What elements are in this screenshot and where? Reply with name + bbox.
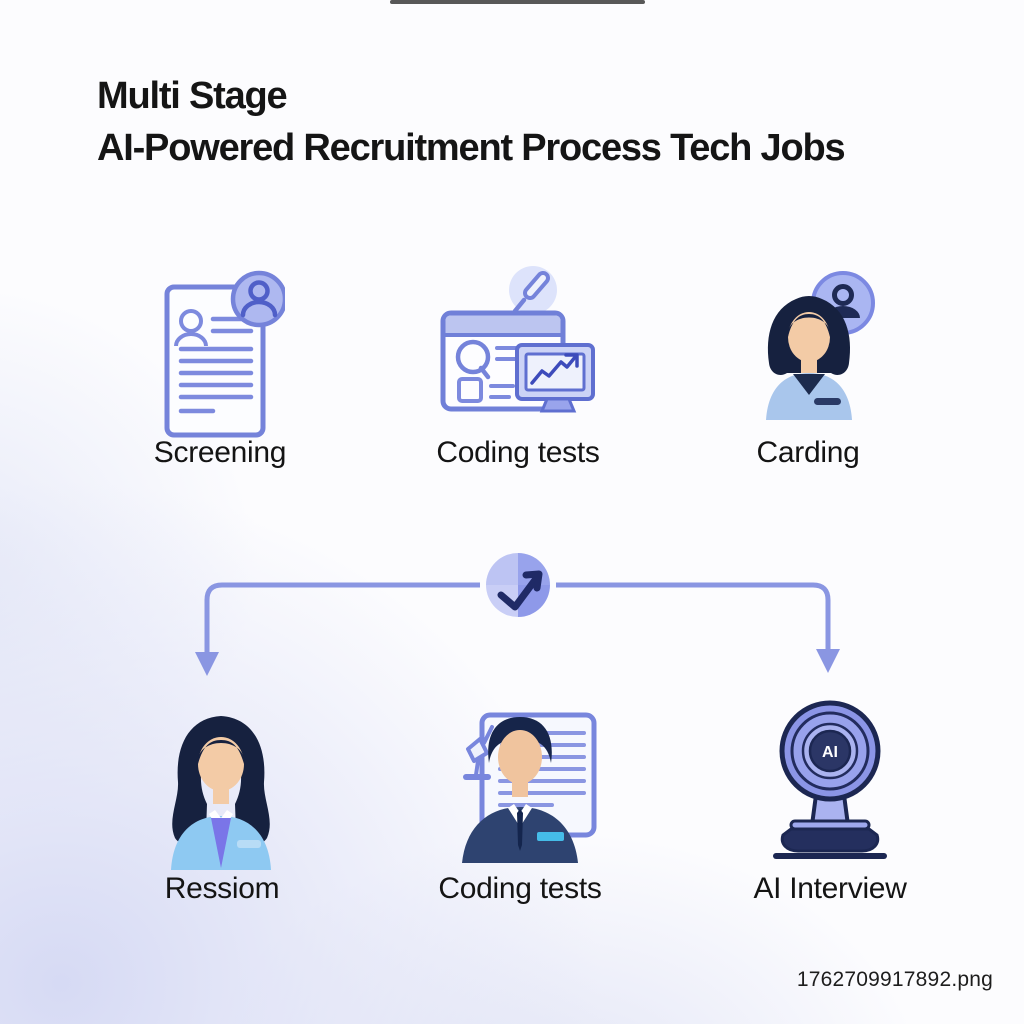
page-title: Multi Stage AI-Powered Recruitment Proce… <box>97 70 846 174</box>
profile-badge-icon <box>230 270 285 328</box>
top-edge-artifact <box>390 0 645 4</box>
title-line1: Multi Stage <box>97 75 288 117</box>
arrow-down-left-icon <box>195 652 219 676</box>
stage-label: AI Interview <box>753 872 907 905</box>
stage-label: Coding tests <box>436 436 600 469</box>
stage-label: Screening <box>153 436 287 469</box>
stage-ai-interview: AI AI Interview <box>720 695 940 910</box>
stage-carding: Carding <box>708 265 908 480</box>
chest-badge <box>537 832 564 841</box>
stage-label: Coding tests <box>438 872 602 905</box>
hair <box>172 716 270 846</box>
flow-connector <box>150 540 880 690</box>
analytics-monitor-icon <box>515 343 595 413</box>
ai-webcam-icon: AI <box>755 693 905 863</box>
stage-label: Ressiom <box>164 872 280 905</box>
resume-screening-icon <box>155 269 285 444</box>
female-candidate-icon <box>149 700 294 870</box>
title-line2: AI-Powered Recruitment Process Tech Jobs <box>97 127 846 169</box>
recruiter-avatar <box>766 296 852 420</box>
desk-lamp-icon <box>463 725 494 780</box>
chest-badge <box>237 840 261 848</box>
stage-coding-tests-2: Coding tests <box>420 695 620 910</box>
stage-label: Carding <box>756 436 860 469</box>
tie <box>517 809 523 851</box>
assessment-dashboard-icon <box>435 265 600 415</box>
check-progress-icon <box>486 553 550 617</box>
face <box>198 737 244 791</box>
stage-screening: Screening <box>120 265 320 480</box>
webcam-base <box>780 827 880 853</box>
recruiter-profile-chat-icon <box>738 265 878 420</box>
resume-text-lines <box>178 316 254 414</box>
growth-chart-icon <box>530 354 578 385</box>
stage-coding-tests-1: Coding tests <box>418 265 618 480</box>
resume-person-icon <box>174 309 208 347</box>
microphone-icon <box>509 266 557 318</box>
neck-tie <box>211 818 231 868</box>
male-candidate-resume-icon <box>440 703 600 863</box>
candidate-avatar <box>462 717 578 863</box>
connector-lines <box>204 582 831 654</box>
webcam-ai-label: AI <box>822 744 838 761</box>
stage-ressiom: Ressiom <box>122 695 322 910</box>
filename-text: 1762709917892.png <box>796 968 993 991</box>
chat-bubble-icon <box>455 339 491 375</box>
arrow-down-right-icon <box>816 649 840 673</box>
